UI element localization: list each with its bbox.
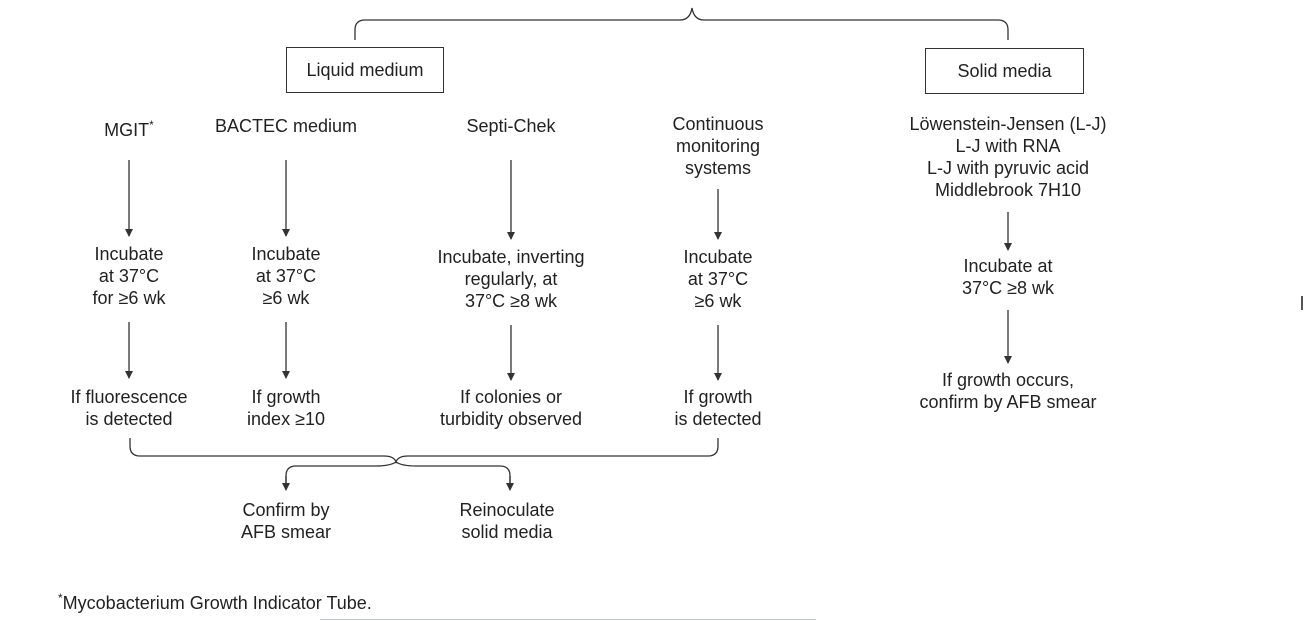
incubate-mgit: Incubate at 37°C for ≥6 wk xyxy=(92,244,166,308)
condition-continuous: If growth is detected xyxy=(674,387,762,429)
outcome-confirm-afb: Confirm by AFB smear xyxy=(240,500,332,542)
incubate-solid: Incubate at 37°C ≥8 wk xyxy=(961,256,1055,298)
condition-mgit: If fluorescence is detected xyxy=(70,387,188,429)
footnote-text: Mycobacterium Growth Indicator Tube. xyxy=(62,593,372,613)
footnote: *Mycobacterium Growth Indicator Tube. xyxy=(58,586,372,615)
liquid-medium-label: Liquid medium xyxy=(306,59,424,80)
liquid-medium-box: Liquid medium xyxy=(286,47,444,93)
mgit-footnote-mark: * xyxy=(149,118,154,132)
method-bactec: BACTEC medium xyxy=(214,116,358,136)
top-brace xyxy=(354,7,1009,40)
solid-media-box: Solid media xyxy=(925,48,1084,94)
method-septichek: Septi-Chek xyxy=(466,116,556,136)
incubate-bactec: Incubate at 37°C ≥6 wk xyxy=(251,244,321,308)
solid-media-label: Solid media xyxy=(957,60,1052,81)
outcome-reinoculate: Reinoculate solid media xyxy=(459,500,555,542)
condition-septichek: If colonies or turbidity observed xyxy=(439,387,583,429)
method-mgit: MGIT* xyxy=(104,118,154,140)
condition-solid: If growth occurs, confirm by AFB smear xyxy=(919,370,1097,412)
footnote-mark: * xyxy=(58,591,63,605)
method-continuous-monitoring: Continuous monitoring systems xyxy=(672,114,764,178)
incubate-continuous: Incubate at 37°C ≥6 wk xyxy=(683,247,753,311)
bottom-brace xyxy=(129,438,719,465)
outcome-split xyxy=(285,461,397,484)
condition-bactec: If growth index ≥10 xyxy=(247,387,325,429)
incubate-septichek: Incubate, inverting regularly, at 37°C ≥… xyxy=(437,247,585,311)
solid-media-list: Löwenstein-Jensen (L-J) L-J with RNA L-J… xyxy=(909,114,1107,200)
bottom-rule xyxy=(320,619,816,620)
